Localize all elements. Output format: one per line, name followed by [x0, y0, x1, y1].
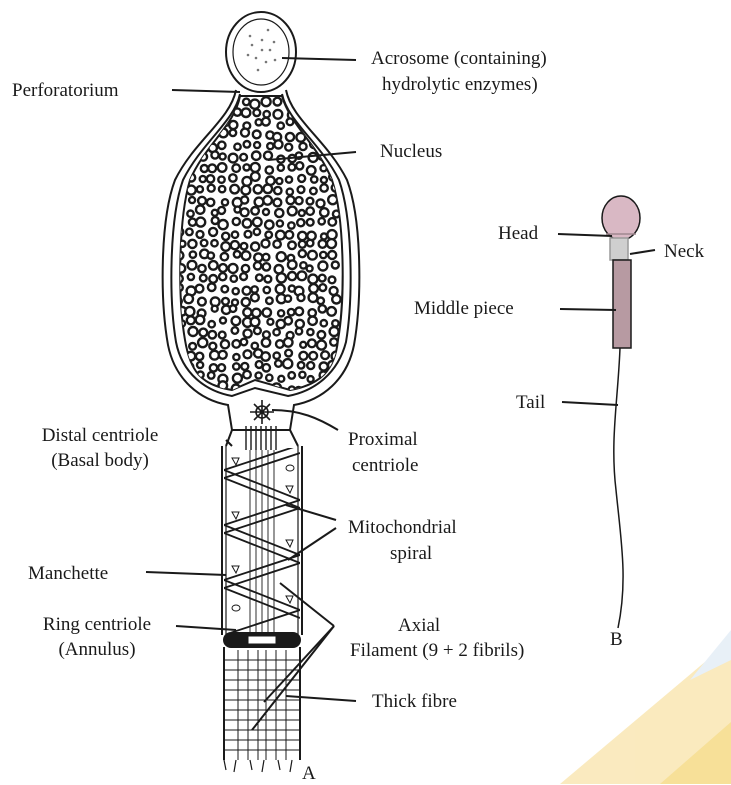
label-middle-piece: Middle piece: [414, 297, 514, 320]
label-distal-centriole-line2: (Basal body): [10, 449, 190, 472]
label-perforatorium: Perforatorium: [12, 79, 119, 102]
principal-piece: [224, 647, 300, 760]
label-head: Head: [498, 222, 538, 245]
sperm-tail: [614, 348, 623, 628]
mitochondrial-spiral: [224, 445, 300, 635]
proximal-centriole: [250, 400, 274, 424]
label-axial-filament-line2: Filament (9 + 2 fibrils): [350, 639, 524, 662]
label-tail: Tail: [516, 391, 545, 414]
ring-centriole: [224, 633, 300, 647]
label-manchette: Manchette: [28, 562, 108, 585]
label-mitochondrial-spiral-line1: Mitochondrial: [348, 516, 457, 539]
label-ring-centriole-line1: Ring centriole: [10, 613, 184, 636]
figure-b-leaders: [558, 234, 655, 405]
sperm-whole-figure-b: [558, 196, 655, 628]
label-nucleus: Nucleus: [380, 140, 442, 163]
label-axial-filament-line1: Axial: [398, 614, 440, 637]
label-figure-a: A: [302, 762, 316, 785]
label-proximal-centriole-line1: Proximal: [348, 428, 418, 451]
label-figure-b: B: [610, 628, 623, 651]
thick-fibres: [224, 650, 300, 760]
sperm-neck: [610, 238, 628, 260]
watermark: [560, 630, 731, 784]
label-acrosome-line2: hydrolytic enzymes): [382, 73, 538, 96]
label-mitochondrial-spiral-line2: spiral: [390, 542, 432, 565]
label-thick-fibre: Thick fibre: [372, 690, 457, 713]
acrosome: [226, 12, 296, 92]
label-proximal-centriole-line2: centriole: [352, 454, 418, 477]
label-ring-centriole-line2: (Annulus): [10, 638, 184, 661]
label-neck: Neck: [664, 240, 704, 263]
sperm-middle-piece: [613, 260, 631, 348]
label-acrosome-line1: Acrosome (containing): [371, 47, 547, 70]
label-distal-centriole-line1: Distal centriole: [10, 424, 190, 447]
distal-centriole: [246, 426, 276, 450]
